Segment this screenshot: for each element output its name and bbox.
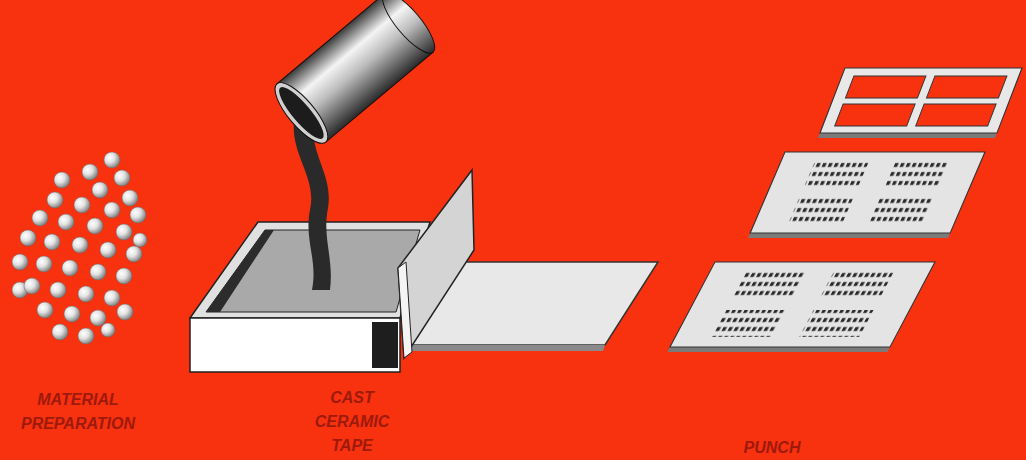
sphere [74,197,90,213]
sphere [116,268,132,284]
sphere [12,254,28,270]
sphere [130,207,146,223]
blade-face [398,170,474,358]
punched-sheet [667,262,935,352]
sphere [44,234,60,250]
step-label: CAST CERAMIC TAPE [302,386,402,458]
step-label: MATERIAL PREPARATION [8,388,148,436]
sphere [52,324,68,340]
sphere [87,218,103,234]
sphere [72,237,88,253]
sphere [32,210,48,226]
via-holes [711,310,785,337]
via-holes [799,310,873,337]
sphere [20,230,36,246]
sphere [62,260,78,276]
sphere [82,164,98,180]
via-holes [788,198,853,224]
cup-opening [273,82,329,144]
sphere [47,192,63,208]
sheet [750,152,985,233]
sheet-edge [818,133,997,138]
sphere [114,170,130,186]
sphere [78,328,94,344]
sheet [670,262,935,347]
sphere [24,278,40,294]
sphere [78,286,94,302]
sphere [104,152,120,168]
pouring-cup [267,0,442,150]
tray-front [190,318,400,372]
sphere [92,182,108,198]
doctor-blade [398,170,474,358]
casting-tray [190,222,430,372]
sphere [36,256,52,272]
sphere [133,233,147,247]
powder-spheres [12,152,147,344]
cavity-frame [818,68,1022,138]
sphere [64,306,80,322]
tape-edge [405,345,605,351]
sphere [101,323,115,337]
via-holes [819,272,893,299]
tray-gap [372,322,398,368]
sphere [100,242,116,258]
sphere [116,224,132,240]
via-holes [731,272,805,299]
sphere [90,310,106,326]
sphere [104,290,120,306]
sheet-edge [748,233,950,238]
step-label: PUNCH [697,436,847,460]
sphere [50,282,66,298]
sphere [37,302,53,318]
sheet-edge [667,347,890,352]
sheet [820,68,1022,133]
sphere [117,304,133,320]
cavity [926,76,1006,98]
sphere [122,190,138,206]
sphere [90,264,106,280]
blade-edge [398,262,412,358]
cavity [835,104,915,126]
tray-wall [206,230,274,312]
sphere [126,246,142,262]
cup-bottom [375,0,442,60]
sphere [54,172,70,188]
via-holes [868,198,933,224]
via-holes [804,162,869,188]
sphere [104,202,120,218]
cavity [845,76,925,98]
cup-rim [267,76,336,151]
punched-sheet [748,152,985,238]
cavity [916,104,996,126]
sphere [58,214,74,230]
via-holes [884,162,949,188]
